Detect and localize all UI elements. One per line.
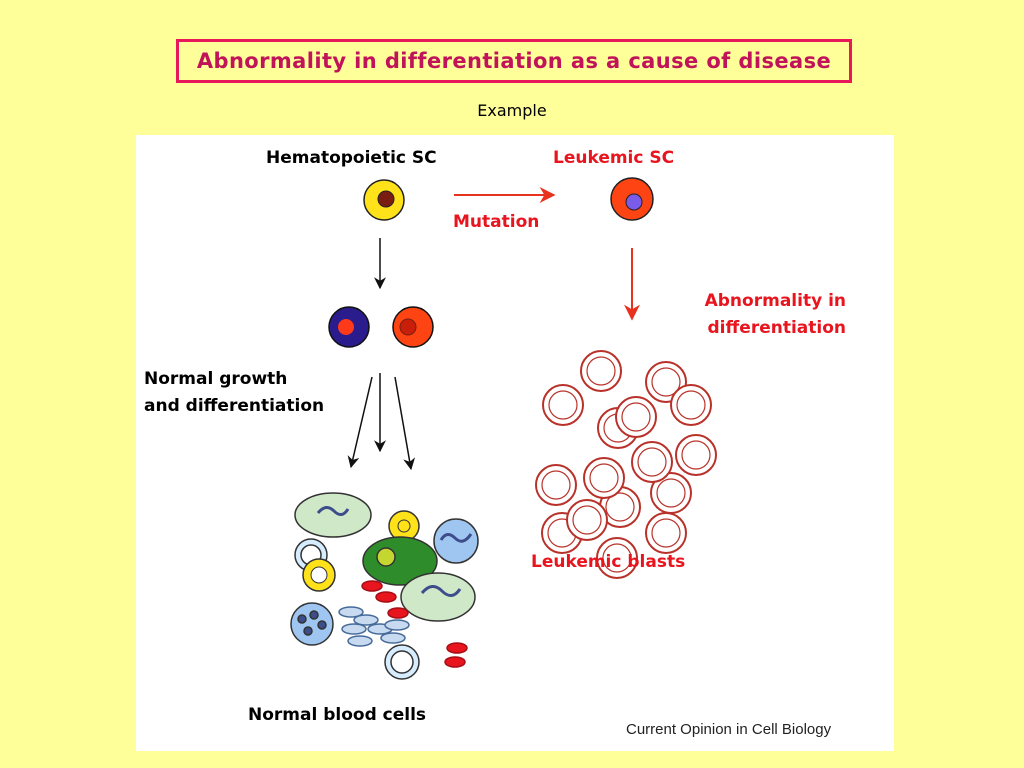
page-title: Abnormality in differentiation as a caus… xyxy=(196,49,832,73)
lymphocyte-bottom xyxy=(384,644,420,680)
diagram-svg xyxy=(290,177,717,680)
progenitor-cell-red xyxy=(392,306,434,348)
mutation-label: Mutation xyxy=(453,212,540,232)
granulocyte xyxy=(294,492,372,538)
abnormality-label-line2: differentiation xyxy=(707,318,846,338)
leukemic-sc-label: Leukemic SC xyxy=(553,148,675,168)
differentiation-arrow-left xyxy=(347,376,373,469)
green-megakaryocyte xyxy=(362,536,438,586)
yellow-cell-small xyxy=(302,558,336,592)
hsc-label: Hematopoietic SC xyxy=(266,148,437,168)
platelets xyxy=(338,606,410,647)
monocyte xyxy=(433,518,479,564)
normal-blood-cells-cluster xyxy=(290,492,479,680)
leukemic-blasts-cluster xyxy=(535,350,717,579)
normal-blood-cells-label: Normal blood cells xyxy=(248,705,427,725)
diagram-panel: Hematopoietic SC Leukemic SC Mutation Ab… xyxy=(136,135,894,751)
abnormality-label-line1: Abnormality in xyxy=(704,291,846,311)
red-blood-cell xyxy=(361,580,468,668)
credit-text: Current Opinion in Cell Biology xyxy=(626,721,832,738)
large-granulocyte xyxy=(400,572,476,622)
title-box: Abnormality in differentiation as a caus… xyxy=(176,39,852,83)
leukemic-stem-cell xyxy=(610,177,654,221)
basophil xyxy=(290,602,334,646)
subtitle: Example xyxy=(477,101,547,120)
normal-growth-label-line1: Normal growth xyxy=(144,369,288,389)
differentiation-arrow-right xyxy=(394,376,416,471)
normal-growth-label-line2: and differentiation xyxy=(144,396,325,416)
progenitor-cell-blue xyxy=(328,306,370,348)
leukemic-blasts-label: Leukemic blasts xyxy=(531,552,686,572)
hematopoietic-stem-cell xyxy=(363,179,405,221)
